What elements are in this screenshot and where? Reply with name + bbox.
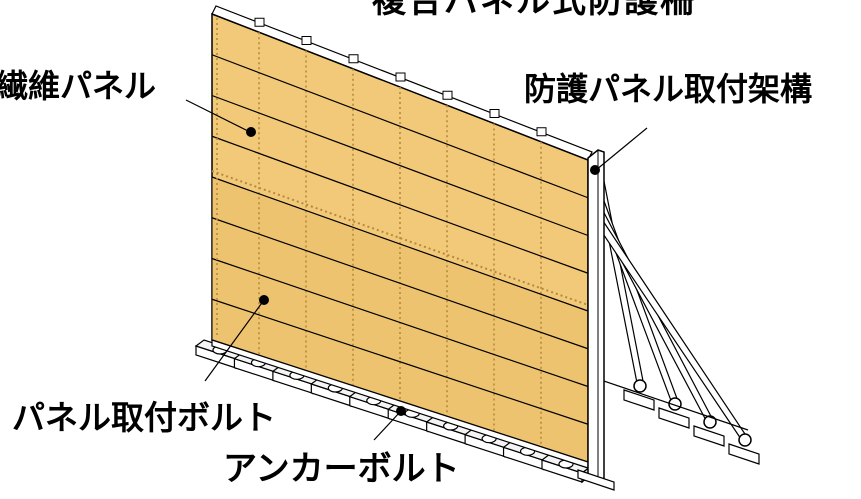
- brace-base-plate: [693, 425, 725, 447]
- post-base-plate: [577, 469, 615, 491]
- brace-pin: [668, 397, 682, 411]
- support-frame-braces: [578, 175, 760, 465]
- label-anchor-bolt: アンカーボルト: [223, 449, 460, 489]
- post-column: [587, 149, 605, 483]
- brace-pin: [703, 415, 717, 429]
- footing-block: [425, 415, 476, 446]
- leader-anchor-bolt: [373, 411, 401, 441]
- panel-row-line: [211, 54, 589, 199]
- leader-panel-mount-bolt: [204, 299, 265, 382]
- top-bracket: [489, 109, 500, 118]
- panel-row-line: [211, 298, 589, 425]
- label-panel-mount-frame: 防護パネル取付架構: [524, 70, 813, 108]
- top-bracket: [301, 36, 312, 45]
- top-bracket: [254, 17, 265, 27]
- brace-tie-rail: [594, 377, 749, 431]
- leader-panel-mount-frame: [595, 127, 648, 171]
- panel-row-line: [211, 257, 589, 388]
- brace-base-plate: [623, 389, 655, 411]
- brace-base-plate: [728, 443, 760, 465]
- marker-anchor-bolt: [396, 406, 406, 416]
- top-bracket: [536, 127, 547, 137]
- top-bracket: [442, 90, 453, 100]
- marker-fiber-panel: [246, 127, 256, 137]
- marker-panel-mount-frame: [590, 165, 600, 175]
- label-panel-mount-bolt: パネル取付ボルト: [12, 398, 276, 437]
- panel-row-line: [211, 217, 589, 350]
- panel-bolt-seam: [211, 170, 589, 306]
- brace-base-plate: [658, 407, 690, 429]
- fiber-panel-wall: [211, 5, 593, 469]
- panel-row-line: [211, 176, 589, 312]
- panel-row-line: [211, 94, 589, 237]
- panel-face-shade: [212, 177, 588, 462]
- panel-row-line: [211, 135, 589, 274]
- label-fiber-panel: 繊維パネル: [0, 67, 157, 105]
- brace-pin: [738, 433, 752, 447]
- marker-panel-mount-bolt: [259, 295, 269, 305]
- leader-fiber-panel: [185, 99, 251, 133]
- top-bracket: [395, 72, 406, 82]
- top-bracket: [348, 54, 359, 64]
- diagram-title: 複合パネル式防護柵: [372, 0, 696, 21]
- footing-block: [540, 453, 592, 484]
- brace-pin: [633, 379, 647, 393]
- end-post: [577, 149, 615, 491]
- leader-lines: [185, 99, 648, 441]
